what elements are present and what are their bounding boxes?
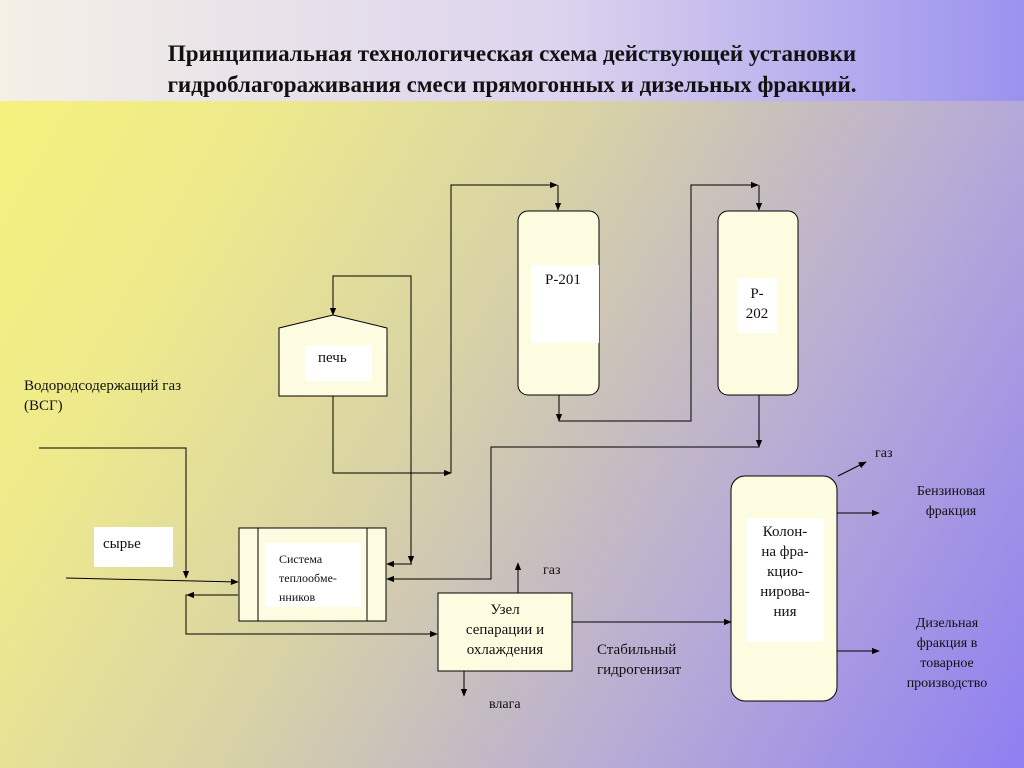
column-label-box	[746, 518, 824, 642]
reactor-r202-label-line-1: Р-	[750, 286, 764, 302]
gasoline-label: Бензиновая фракция	[888, 482, 1014, 522]
vsg-label-line-1: Водородсодержащий газ	[24, 378, 182, 394]
r202-to-hx-line	[386, 395, 760, 583]
separation-unit	[437, 592, 573, 672]
hx-to-separation-line	[185, 594, 438, 638]
hx-label-line-3: нников	[279, 590, 316, 604]
page-title: Принципиальная технологическая схема дей…	[0, 38, 1024, 100]
feed-inlet-line	[65, 577, 239, 586]
diesel-label-line-2: фракция в	[916, 636, 978, 651]
title-line-2: гидроблагораживания смеси прямогонных и …	[167, 72, 857, 97]
separation-label-line-1: Узел	[490, 602, 520, 618]
moisture-label: влага	[489, 697, 521, 712]
column-label-line-2: на фра-	[761, 544, 809, 560]
title-line-1: Принципиальная технологическая схема дей…	[167, 41, 857, 66]
feed-label: сырье	[103, 536, 141, 552]
vsg-label-line-2: (ВСГ)	[24, 398, 63, 414]
heat-exchanger-label-box	[265, 543, 361, 607]
hx-label-line-1: Система	[279, 552, 323, 566]
feed-box	[94, 527, 173, 567]
gasoline-label-line-2: фракция	[925, 504, 977, 519]
stable-hydrogenate-line-2: гидрогенизат	[597, 662, 682, 678]
column-label: Колон- на фра- кцио- нирова- ния	[746, 522, 824, 622]
reactor-r201-label-box	[531, 265, 599, 343]
reactor-r202-label-box	[737, 278, 777, 333]
column-gas-label: газ	[875, 446, 893, 461]
diesel-label-line-4: производство	[906, 676, 988, 691]
stable-hydrogenate-label: Стабильный гидрогенизат	[597, 640, 681, 680]
diesel-label-line-1: Дизельная	[915, 616, 979, 631]
title-banner	[0, 0, 1024, 101]
gasoline-label-line-1: Бензиновая	[916, 484, 986, 499]
reactor-r202-label: Р- 202	[737, 284, 777, 324]
column-label-line-3: кцио-	[767, 564, 803, 580]
hx-to-furnace-line	[329, 275, 412, 564]
separation-gas-label: газ	[543, 563, 561, 578]
diesel-label: Дизельная фракция в товарное производств…	[884, 614, 1010, 694]
column-label-line-4: нирова-	[760, 584, 810, 600]
stable-hydrogenate-line-1: Стабильный	[597, 642, 677, 658]
separation-label-line-3: охлаждения	[466, 642, 544, 658]
separation-label: Узел сепарации и охлаждения	[440, 600, 570, 660]
vsg-label: Водородсодержащий газ (ВСГ)	[24, 376, 181, 416]
column-label-line-5: ния	[773, 604, 797, 620]
reactor-r201-label: Р-201	[545, 272, 581, 288]
furnace-to-r201-line	[332, 396, 452, 477]
furnace-label: печь	[318, 350, 347, 366]
separation-label-line-2: сепарации и	[465, 622, 545, 638]
column-gas-arrow	[837, 461, 867, 477]
furnace-label-box	[305, 345, 372, 381]
diesel-label-line-3: товарное	[920, 656, 974, 671]
column-label-line-1: Колон-	[762, 524, 808, 540]
hx-label-line-2: теплообме-	[279, 571, 337, 585]
heat-exchanger-label: Система теплообме- нников	[279, 550, 337, 607]
reactor-r202-label-line-2: 202	[745, 306, 769, 322]
vsg-inlet-line	[39, 447, 190, 579]
